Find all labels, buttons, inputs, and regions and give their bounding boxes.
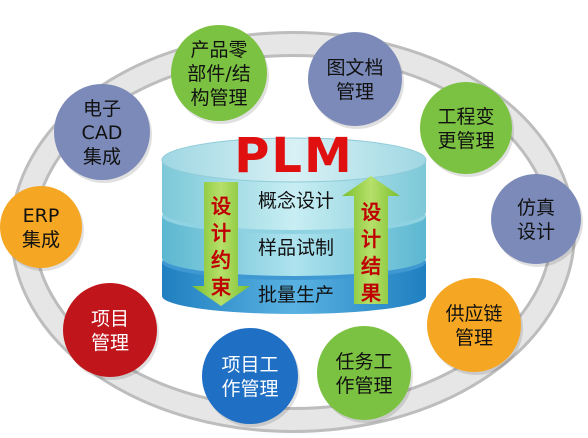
right-arrow-char-3: 结 xyxy=(361,254,381,278)
module-label-line: 工程变 xyxy=(437,106,494,128)
module-label-line: 集成 xyxy=(22,229,60,251)
module-circle-shape xyxy=(420,82,512,174)
module-label-line: 供应链 xyxy=(445,303,502,325)
module-circle-shape xyxy=(54,84,150,180)
left-arrow-char-2: 计 xyxy=(211,221,231,245)
module-label-line: 项目 xyxy=(91,308,129,330)
design-constraint-arrow: 设 计 约 束 xyxy=(192,182,250,306)
module-circle-shape xyxy=(308,32,402,126)
left-arrow-char-1: 设 xyxy=(211,194,231,218)
module-label-line: 部件/结 xyxy=(187,63,250,85)
cylinder-top-disk xyxy=(161,137,427,183)
module-label-line: 作管理 xyxy=(335,375,392,397)
module-label-line: 管理 xyxy=(91,332,129,354)
stage-sample-trial: 样品试制 xyxy=(258,237,334,259)
module-label-line: 项目工 xyxy=(221,354,278,376)
module-label-line: 电子 xyxy=(83,98,121,120)
module-label-line: 作管理 xyxy=(221,378,278,400)
module-circles: 产品零部件/结构管理图文档管理工程变更管理仿真设计供应链管理任务工作管理项目工作… xyxy=(0,25,583,427)
left-arrow-char-3: 约 xyxy=(211,248,231,272)
module-label-line: 产品零 xyxy=(190,39,247,61)
design-result-arrow: 设 计 结 果 xyxy=(342,176,400,305)
module-label-line: 构管理 xyxy=(190,87,247,109)
plm-title: PLM xyxy=(234,128,354,184)
module-circle-shape xyxy=(427,278,521,372)
module-circle-shape xyxy=(63,283,157,377)
module-label-line: 图文档 xyxy=(326,57,383,79)
stage-concept-design: 概念设计 xyxy=(258,189,334,212)
module-label-line: ERP xyxy=(23,205,60,227)
module-circle-shape xyxy=(317,326,411,420)
module-label-line: 更管理 xyxy=(437,130,494,152)
module-label-line: 管理 xyxy=(336,81,374,103)
right-arrow-char-4: 果 xyxy=(361,281,381,305)
module-circle-shape xyxy=(0,186,82,268)
module-label-line: 仿真 xyxy=(517,197,555,219)
module-label-line: 任务工 xyxy=(335,351,392,373)
right-arrow-char-2: 计 xyxy=(361,227,381,251)
right-arrow-char-1: 设 xyxy=(361,200,381,224)
module-label-line: 管理 xyxy=(455,327,493,349)
module-label-line: 集成 xyxy=(83,146,121,168)
module-circle-shape xyxy=(202,328,298,424)
left-arrow-char-4: 束 xyxy=(211,275,232,299)
module-label-line: 设计 xyxy=(517,221,555,243)
module-label-line: CAD xyxy=(82,122,123,144)
stage-mass-production: 批量生产 xyxy=(258,284,334,306)
module-circle-shape xyxy=(171,25,267,121)
module-circle-shape xyxy=(491,174,581,264)
